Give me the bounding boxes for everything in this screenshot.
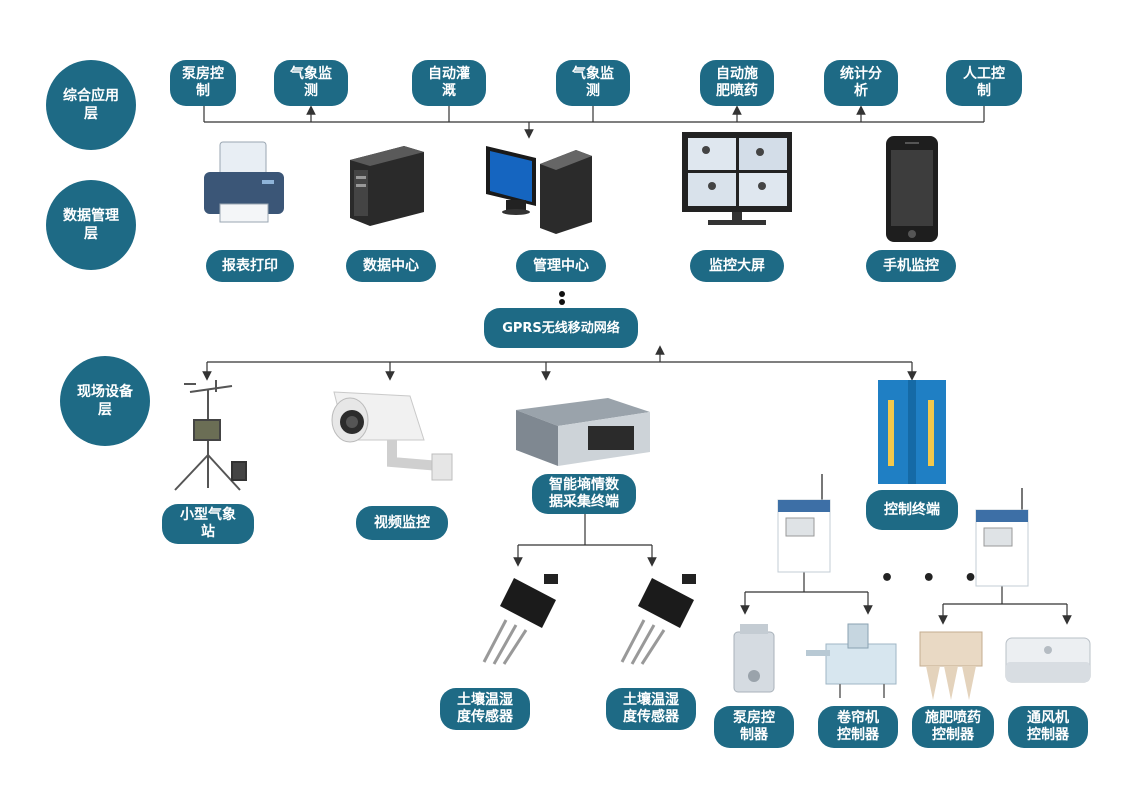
soil-sensor-icon xyxy=(482,574,558,665)
field-soil-sensor-1[interactable]: 土壤温湿 度传感器 xyxy=(440,688,530,730)
field-pump-controller[interactable]: 泵房控 制器 xyxy=(714,706,794,748)
app-auto-fertilize-spray[interactable]: 自动施 肥喷药 xyxy=(700,60,774,106)
sensor-connectors xyxy=(513,513,657,567)
pump-icon xyxy=(733,624,775,693)
field-control-terminal[interactable]: 控制终端 xyxy=(866,490,958,530)
app-pump-room-control[interactable]: 泵房控 制 xyxy=(170,60,236,106)
network-dots xyxy=(559,291,565,305)
monitor-wall-icon xyxy=(682,132,792,225)
field-weather-station[interactable]: 小型气象 站 xyxy=(162,504,254,544)
curtain-machine-icon xyxy=(806,623,897,698)
printer-icon xyxy=(204,141,284,223)
network-connectors xyxy=(202,345,917,381)
ventilation-fan-icon xyxy=(1005,637,1091,683)
field-soil-sensor-2[interactable]: 土壤温湿 度传感器 xyxy=(606,688,696,730)
ellipsis: • • • xyxy=(880,566,988,591)
data-collector-device-icon xyxy=(516,398,650,466)
app-weather-monitoring[interactable]: 气象监 测 xyxy=(274,60,348,106)
layer-application-label: 综合应用 层 xyxy=(46,60,136,150)
wireless-controller-icon xyxy=(777,474,831,573)
layer-data-management-label: 数据管理 层 xyxy=(46,180,136,270)
controller-connectors xyxy=(740,572,1072,625)
app-manual-control[interactable]: 人工控 制 xyxy=(946,60,1022,106)
wireless-controller-icon xyxy=(975,488,1029,587)
surveillance-camera-icon xyxy=(331,391,453,481)
data-report-print[interactable]: 报表打印 xyxy=(206,250,294,282)
network-gprs[interactable]: GPRS无线移动网络 xyxy=(484,308,638,348)
app-statistics-analysis[interactable]: 统计分 析 xyxy=(824,60,898,106)
control-terminal-panel-icon xyxy=(878,380,946,484)
app-weather-monitoring-2[interactable]: 气象监 测 xyxy=(556,60,630,106)
server-icon xyxy=(350,146,424,226)
field-ventilation-controller[interactable]: 通风机 控制器 xyxy=(1008,706,1088,748)
field-data-collector[interactable]: 智能墒情数 据采集终端 xyxy=(532,474,636,514)
data-monitor-wall[interactable]: 监控大屏 xyxy=(690,250,784,282)
layer-field-devices-label: 现场设备 层 xyxy=(60,356,150,446)
data-data-center[interactable]: 数据中心 xyxy=(346,250,436,282)
data-management-center[interactable]: 管理中心 xyxy=(516,250,606,282)
data-mobile-monitor[interactable]: 手机监控 xyxy=(866,250,956,282)
mobile-phone-icon xyxy=(886,136,938,242)
fertilizer-sprayer-icon xyxy=(919,631,983,700)
app-auto-irrigation[interactable]: 自动灌 溉 xyxy=(412,60,486,106)
weather-station-icon xyxy=(174,380,247,491)
desktop-computer-icon xyxy=(486,146,592,234)
application-connectors xyxy=(203,105,985,139)
field-video-monitoring[interactable]: 视频监控 xyxy=(356,506,448,540)
field-curtain-controller[interactable]: 卷帘机 控制器 xyxy=(818,706,898,748)
soil-sensor-icon xyxy=(620,574,696,665)
field-fertilizer-controller[interactable]: 施肥喷药 控制器 xyxy=(912,706,994,748)
